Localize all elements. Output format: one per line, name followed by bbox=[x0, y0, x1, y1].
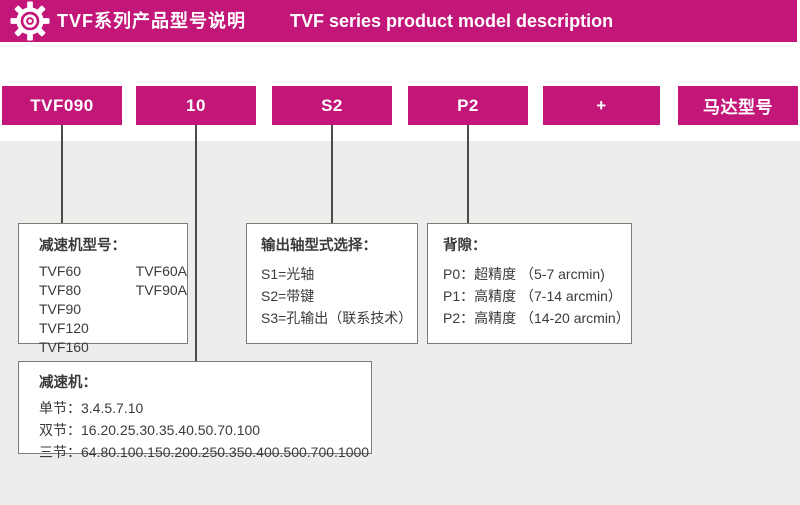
list-item: TVF90 bbox=[39, 301, 82, 317]
backlash-title: 背隙： bbox=[443, 238, 487, 254]
segment-output-shaft: S2 bbox=[272, 86, 392, 125]
header-title-en: TVF series product model description bbox=[290, 11, 614, 31]
header-title-zh: TVF系列产品型号说明 bbox=[57, 11, 246, 31]
segment-reducer-model: TVF090 bbox=[2, 86, 122, 125]
reducer-model-col1: TVF60 TVF80 TVF90 TVF120 TVF160 bbox=[39, 262, 136, 357]
list-item: TVF90A bbox=[135, 282, 187, 298]
connector-line-backlash bbox=[467, 125, 469, 223]
connector-line-output-shaft bbox=[331, 125, 333, 223]
connector-line-reducer-model bbox=[61, 125, 63, 223]
backlash-box: 背隙： P0：超精度 （5-7 arcmin) P1：高精度 （7-14 arc… bbox=[427, 223, 632, 344]
reducer-model-title: 减速机型号： bbox=[39, 238, 126, 254]
list-item: TVF60A bbox=[135, 263, 187, 279]
gear-icon bbox=[10, 1, 50, 41]
segment-plus: + bbox=[543, 86, 660, 125]
reducer-model-columns: TVF60 TVF80 TVF90 TVF120 TVF160 TVF60A T… bbox=[39, 262, 187, 357]
list-item: TVF120 bbox=[39, 320, 89, 336]
list-item: S3=孔输出（联系技术） bbox=[261, 310, 413, 326]
list-item: TVF60 bbox=[39, 263, 82, 279]
reducer-model-col2: TVF60A TVF90A bbox=[136, 262, 187, 357]
list-item: P0：超精度 （5-7 arcmin) bbox=[443, 266, 605, 282]
output-shaft-box: 输出轴型式选择： S1=光轴 S2=带键 S3=孔输出（联系技术） bbox=[246, 223, 418, 344]
segment-ratio: 10 bbox=[136, 86, 256, 125]
list-item: S1=光轴 bbox=[261, 266, 315, 282]
list-item: 三节：64.80.100.150.200.250.350.400.500.700… bbox=[39, 444, 370, 460]
segment-backlash: P2 bbox=[408, 86, 528, 125]
header-bar: TVF系列产品型号说明 TVF series product model des… bbox=[0, 0, 797, 42]
reducer-ratio-box: 减速机： 单节：3.4.5.7.10 双节：16.20.25.30.35.40.… bbox=[18, 361, 372, 460]
list-item: P2：高精度 （14-20 arcmin） bbox=[443, 310, 630, 326]
list-item: P1：高精度 （7-14 arcmin） bbox=[443, 288, 622, 304]
output-shaft-title: 输出轴型式选择： bbox=[261, 238, 377, 254]
reducer-model-box: 减速机型号： TVF60 TVF80 TVF90 TVF120 TVF160 T… bbox=[18, 223, 188, 355]
list-item: TVF80 bbox=[39, 282, 82, 298]
connector-line-ratio bbox=[195, 125, 197, 361]
segment-motor-model: 马达型号 bbox=[678, 86, 798, 125]
list-item: TVF160 bbox=[39, 339, 89, 355]
list-item: 双节：16.20.25.30.35.40.50.70.100 bbox=[39, 422, 261, 438]
reducer-ratio-title: 减速机： bbox=[39, 375, 97, 391]
list-item: 单节：3.4.5.7.10 bbox=[39, 400, 144, 416]
list-item: S2=带键 bbox=[261, 288, 315, 304]
